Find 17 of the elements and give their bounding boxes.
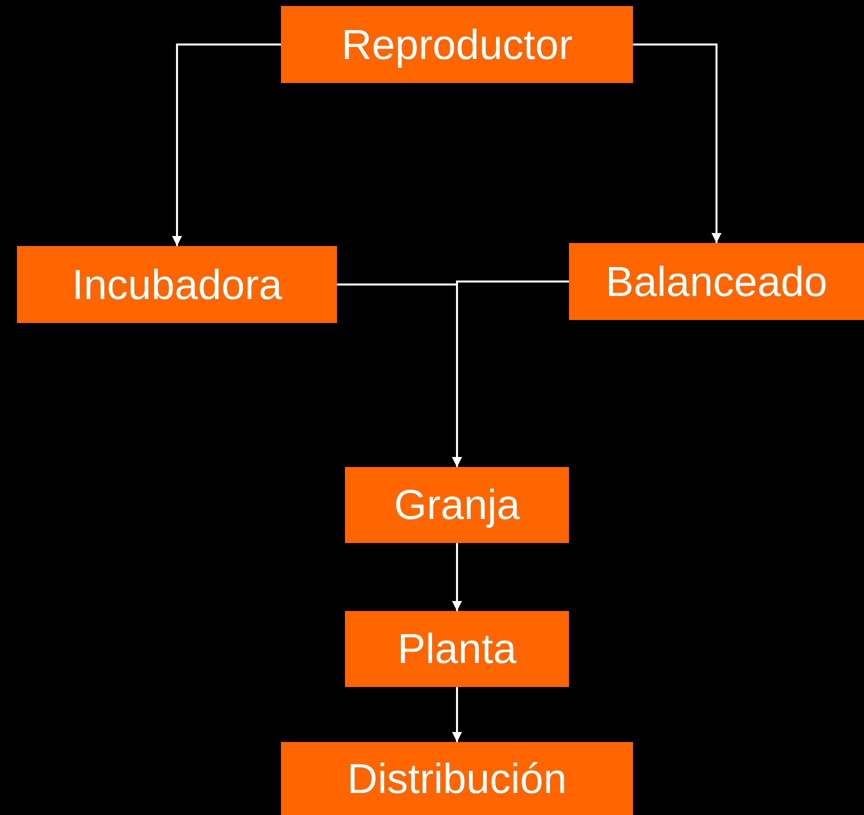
process-box [281,742,633,815]
arrow [452,687,462,742]
process-box [345,467,569,543]
box-label: Distribución [347,758,567,800]
box-label: Balanceado [606,260,828,302]
arrow [172,44,281,246]
arrow [452,543,462,611]
process-box [345,611,569,687]
box-label: Reproductor [341,24,573,66]
box-label: Incubadora [72,264,282,306]
arrow [633,44,722,243]
process-box [569,243,864,320]
process-box [281,6,633,83]
process-box [17,246,337,323]
arrow [452,280,569,467]
box-label: Granja [394,484,520,526]
box-label: Planta [397,628,517,670]
